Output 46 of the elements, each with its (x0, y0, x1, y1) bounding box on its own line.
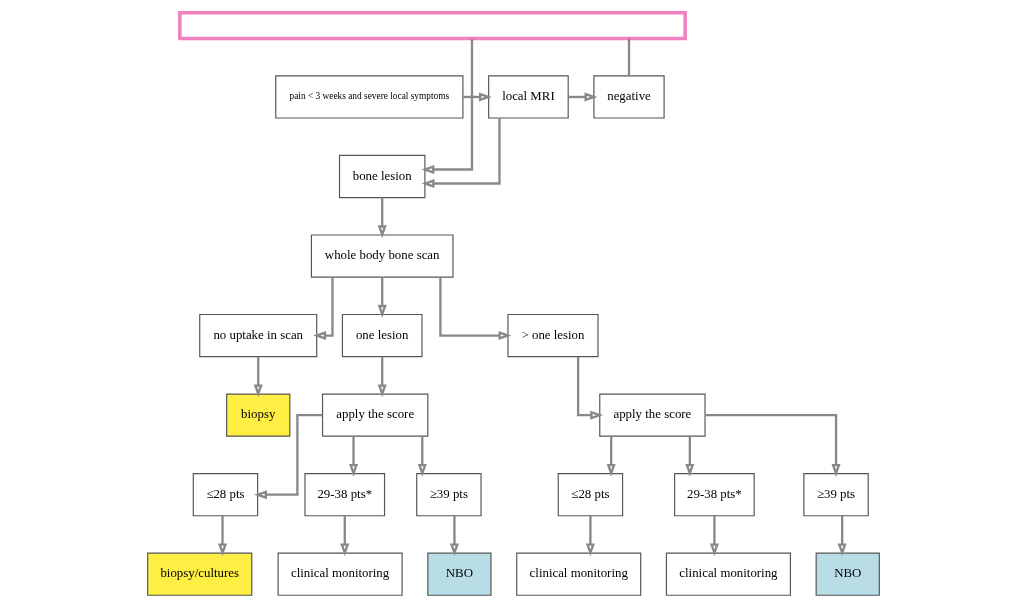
arrow (253, 413, 322, 500)
node-box: ≤28 pts (557, 473, 623, 517)
node-box: NBO (815, 552, 880, 596)
arrow (377, 197, 387, 239)
node-box: NBO (426, 552, 492, 596)
arrow (217, 515, 227, 557)
node-box: bone lesion (338, 154, 425, 199)
node-box: clinical monitoring (515, 552, 641, 596)
arrow (312, 277, 334, 341)
arrow (684, 436, 694, 477)
node-box: > one lesion (506, 313, 599, 358)
node-box: no uptake in scan (198, 313, 317, 358)
node-box (177, 11, 687, 41)
node-box: whole body bone scan (310, 234, 454, 278)
arrow (421, 118, 501, 189)
node-box: one lesion (341, 313, 423, 358)
node-box: ≥39 pts (415, 473, 482, 517)
arrow (438, 277, 511, 341)
connector (627, 38, 630, 76)
node-box: clinical monitoring (277, 552, 403, 596)
node-box: local MRI (487, 75, 569, 119)
node-box: biopsy (225, 393, 290, 437)
arrow (339, 515, 349, 557)
arrow (420, 38, 473, 174)
arrow (709, 515, 719, 557)
arrow (585, 515, 595, 557)
arrow (705, 413, 841, 477)
arrow (417, 436, 427, 477)
node-box: apply the score (321, 393, 428, 437)
node-box: ≤28 pts (192, 473, 258, 517)
arrow (377, 277, 387, 318)
arrow (449, 515, 459, 557)
arrow (377, 356, 387, 398)
arrow (837, 515, 847, 557)
arrow (606, 436, 616, 477)
node-box: 29-38 pts* (303, 473, 385, 517)
node-box: apply the score (598, 393, 706, 437)
node-box: negative (592, 75, 665, 119)
arrow (576, 356, 603, 420)
node-box: biopsy/cultures (146, 552, 252, 596)
node-box: 29-38 pts* (673, 473, 755, 517)
node-box: clinical monitoring (665, 552, 791, 596)
node-box: ≥39 pts (802, 473, 869, 517)
arrow (348, 436, 358, 477)
arrow (253, 356, 263, 398)
node-box: pain < 3 weeks and severe local symptoms (274, 75, 463, 119)
